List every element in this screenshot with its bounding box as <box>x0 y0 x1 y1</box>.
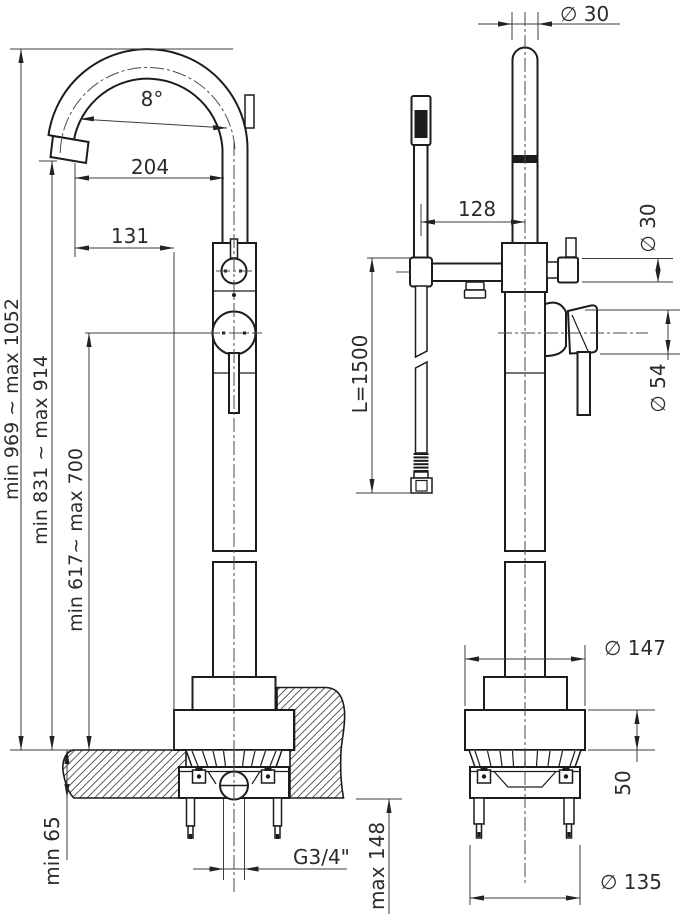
spout-rear-tab <box>244 94 255 129</box>
dim-handle-height: min 617~ max 700 <box>65 448 87 632</box>
dim-spout-offset: 131 <box>111 224 149 248</box>
anchor-left-cap-side <box>480 766 488 771</box>
ref-cover-height <box>588 709 655 751</box>
leg-right-front <box>272 797 283 827</box>
valve-boss-side <box>544 301 567 358</box>
diverter-knob-side <box>557 256 579 284</box>
diverter-pin-side <box>565 237 577 258</box>
anchor-right-cap-front <box>264 766 272 771</box>
mixer-handle-side <box>566 304 598 355</box>
anchor-right-dot-side <box>563 774 569 779</box>
floor-section-right <box>276 686 346 799</box>
dim-base-cover-height: 50 <box>611 770 635 795</box>
dim-connection-thread: G3/4" <box>293 845 350 869</box>
leg-right-side <box>563 797 575 825</box>
ext-valve-dia <box>585 309 680 355</box>
mixer-lever-side <box>576 351 591 416</box>
dim-floor-thickness: min 65 <box>40 816 64 886</box>
hose-end-inner <box>415 479 428 492</box>
leg-right-tip-side <box>567 832 571 837</box>
dim-diverter-diameter: ∅ 30 <box>636 203 660 252</box>
anchor-left-cap-front <box>195 766 203 771</box>
hose-upper <box>414 285 428 359</box>
dim-base-plate-diameter: ∅ 135 <box>600 870 662 894</box>
dim-valve-body-diameter: ∅ 54 <box>646 363 670 412</box>
anchor-left-dot-front <box>196 774 202 779</box>
leg-left-front <box>185 797 196 827</box>
body-dot <box>232 293 236 297</box>
shower-holder-socket <box>409 256 433 288</box>
bracket-struts-side <box>493 771 557 788</box>
handshower-face <box>414 110 428 138</box>
leg-left-tip-side <box>477 832 481 837</box>
hose-outlet-upper <box>465 281 485 291</box>
dim-spout-outlet-height: min 831 ~ max 914 <box>30 355 52 545</box>
hose-nut <box>413 471 429 479</box>
spout-nozzle <box>49 134 90 165</box>
spout-outline <box>47 48 249 243</box>
anchor-right-dot-front <box>265 774 271 779</box>
angle-indicator-line <box>79 118 228 129</box>
hose-lower <box>414 360 428 454</box>
handshower-handle <box>413 144 429 262</box>
ext-plate-dia <box>469 845 581 905</box>
center-lines <box>59 12 648 895</box>
dim-underfloor-depth: max 148 <box>365 822 389 910</box>
leg-left-side <box>473 797 485 825</box>
centerline-spout-arc <box>59 66 236 156</box>
leg-left-foot-side <box>475 823 483 839</box>
leg-right-foot-side <box>565 823 573 839</box>
leg-left-tip-front <box>188 834 193 839</box>
ext-riser-dia <box>511 12 539 40</box>
leg-right-tip-front <box>275 834 280 839</box>
dimension-arrows <box>18 21 671 901</box>
hub-mark-right <box>243 331 246 335</box>
dim-shower-axis-offset: 128 <box>458 197 496 221</box>
dim-overall-height: min 969 ~ max 1052 <box>1 298 23 500</box>
diverter-neck-side <box>546 261 559 279</box>
dim-base-cover-diameter: ∅ 147 <box>604 636 666 660</box>
ext-cover-dia <box>464 645 586 706</box>
dim-spout-angle: 8° <box>141 87 164 111</box>
anchor-left-dot-side <box>481 774 487 779</box>
hose-threads <box>413 453 429 472</box>
dim-hose-length: L=1500 <box>348 335 372 414</box>
anchor-right-cap-side <box>562 766 570 771</box>
floor-section-left <box>62 749 187 799</box>
dim-spout-reach: 204 <box>131 155 169 179</box>
bracket-struts-front <box>207 771 261 785</box>
shower-holder-arm <box>422 262 506 282</box>
dim-riser-diameter: ∅ 30 <box>560 2 609 26</box>
hose-outlet-lower <box>463 289 487 299</box>
ext-thread <box>223 799 245 880</box>
